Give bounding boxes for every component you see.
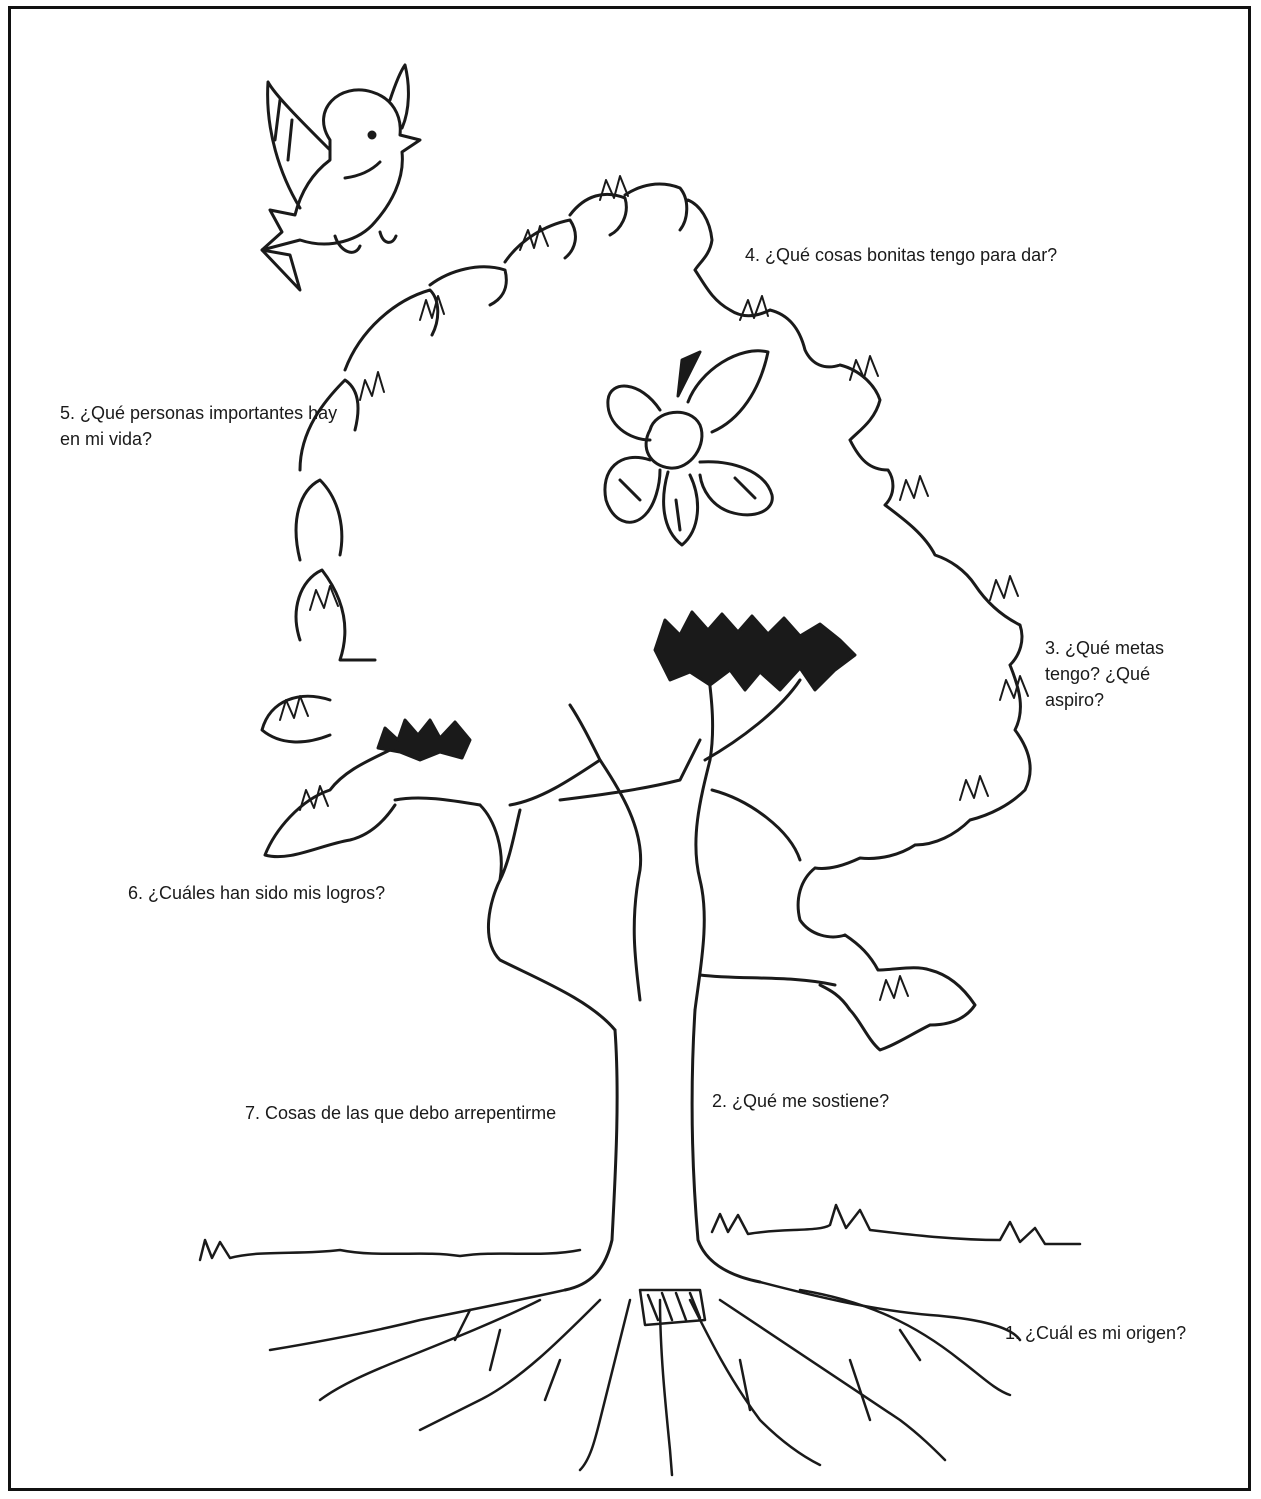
tree-crown-drawing: [262, 176, 1030, 1050]
question-achievements: 6. ¿Cuáles han sido mis logros?: [128, 880, 385, 906]
grass-drawing: [200, 1205, 1080, 1260]
bird-drawing: [262, 65, 420, 290]
question-origin: 1. ¿Cuál es mi origen?: [1005, 1320, 1186, 1346]
tree-trunk-drawing: [395, 670, 835, 1290]
dark-foliage: [378, 612, 855, 760]
flower-drawing: [605, 351, 772, 545]
question-gifts: 4. ¿Qué cosas bonitas tengo para dar?: [745, 242, 1057, 268]
question-important-people: 5. ¿Qué personas importantes hay en mi v…: [60, 400, 355, 452]
roots-drawing: [270, 1282, 1020, 1475]
question-regrets: 7. Cosas de las que debo arrepentirme: [245, 1100, 556, 1126]
question-goals: 3. ¿Qué metas tengo? ¿Qué aspiro?: [1045, 635, 1195, 713]
question-support: 2. ¿Qué me sostiene?: [712, 1088, 889, 1114]
